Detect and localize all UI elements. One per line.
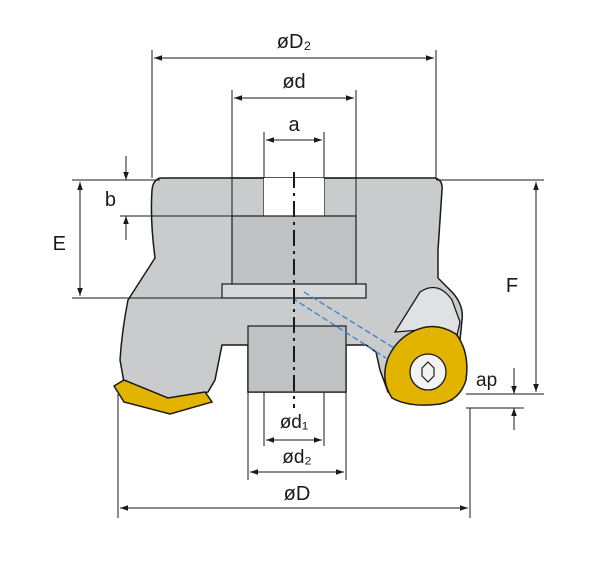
label-ap: ap (476, 370, 497, 391)
torx-icon (421, 361, 435, 383)
label-D2: øD₂ (277, 31, 311, 53)
dimension-labels: øD₂ ød a b E F ap ød₁ ød₂ øD (53, 31, 518, 505)
label-d2: ød₂ (282, 447, 312, 468)
label-d1: ød₁ (280, 412, 309, 433)
right-insert (384, 325, 468, 406)
label-a: a (288, 114, 300, 136)
lower-bore (247, 325, 347, 393)
insert-screw (409, 353, 447, 391)
coolant-channel (291, 291, 395, 359)
coolant-line-1 (291, 297, 387, 359)
label-D: øD (284, 483, 311, 505)
label-b: b (105, 189, 116, 211)
label-d: ød (282, 71, 305, 93)
insert-pocket (393, 286, 461, 341)
left-insert (112, 379, 214, 415)
label-E: E (53, 233, 66, 255)
dimensions (72, 50, 544, 518)
label-F: F (506, 275, 518, 297)
